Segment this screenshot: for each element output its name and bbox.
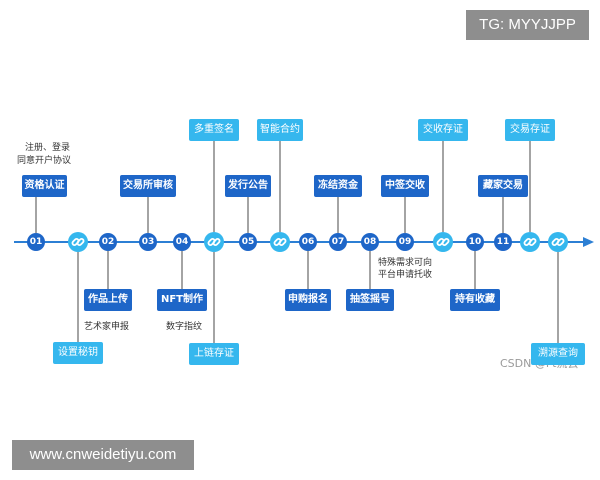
chain-link-icon: [520, 232, 540, 252]
box-nft-mint: NFT制作: [157, 289, 207, 311]
box-issue-notice: 发行公告: [225, 175, 271, 197]
chain-link-icon: [433, 232, 453, 252]
box-trace-query: 溯源查询: [531, 343, 585, 365]
box-win-delivery: 中签交收: [381, 175, 429, 197]
note-special-demand: 特殊需求可向: [378, 258, 433, 268]
step-node-09: 09: [396, 233, 414, 251]
box-private-trade: 藏家交易: [478, 175, 528, 197]
note-platform-custody: 平台申请托收: [378, 270, 433, 280]
box-hold-collect: 持有收藏: [450, 289, 500, 311]
step-node-08: 08: [361, 233, 379, 251]
step-node-10: 10: [466, 233, 484, 251]
box-lottery: 抽签摇号: [346, 289, 394, 311]
chain-link-icon: [68, 232, 88, 252]
step-node-07: 07: [329, 233, 347, 251]
timeline-arrowhead: [583, 237, 594, 247]
note-artist-apply: 艺术家申报: [84, 322, 130, 332]
box-freeze-funds: 冻结资金: [314, 175, 362, 197]
note-digital-fingerprint: 数字指纹: [166, 322, 203, 332]
step-node-01: 01: [27, 233, 45, 251]
chain-link-icon: [204, 232, 224, 252]
box-multi-sign: 多重签名: [189, 119, 239, 141]
box-chain-evidence: 上链存证: [189, 343, 239, 365]
box-artwork-upload: 作品上传: [84, 289, 132, 311]
box-delivery-evidence: 交收存证: [418, 119, 468, 141]
step-node-05: 05: [239, 233, 257, 251]
step-node-11: 11: [494, 233, 512, 251]
note-agree-account: 同意开户协议: [17, 156, 72, 166]
note-register: 注册、登录: [25, 143, 71, 153]
box-set-key: 设置秘钥: [53, 342, 103, 364]
box-exchange-review: 交易所审核: [120, 175, 176, 197]
box-subscribe: 申购报名: [285, 289, 331, 311]
box-qualification: 资格认证: [22, 175, 67, 197]
chain-link-icon: [548, 232, 568, 252]
telegram-watermark: TG: MYYJJPP: [466, 10, 589, 40]
step-node-04: 04: [173, 233, 191, 251]
step-node-06: 06: [299, 233, 317, 251]
step-node-03: 03: [139, 233, 157, 251]
step-node-02: 02: [99, 233, 117, 251]
box-smart-contract: 智能合约: [257, 119, 303, 141]
box-trade-evidence: 交易存证: [505, 119, 555, 141]
chain-link-icon: [270, 232, 290, 252]
website-watermark: www.cnweidetiyu.com: [12, 440, 194, 470]
